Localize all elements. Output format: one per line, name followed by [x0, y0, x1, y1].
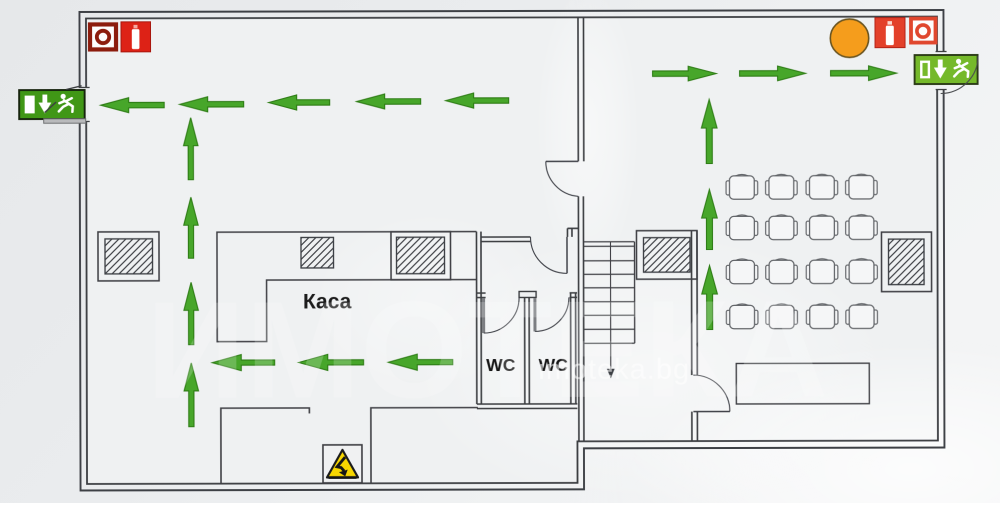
svg-text:WC: WC	[486, 355, 516, 375]
svg-text:WC: WC	[539, 355, 569, 375]
svg-text:ИМОТЕКА: ИМОТЕКА	[146, 272, 828, 428]
svg-text:imoteka.bg: imoteka.bg	[538, 354, 690, 386]
svg-text:Каса: Каса	[303, 290, 352, 313]
